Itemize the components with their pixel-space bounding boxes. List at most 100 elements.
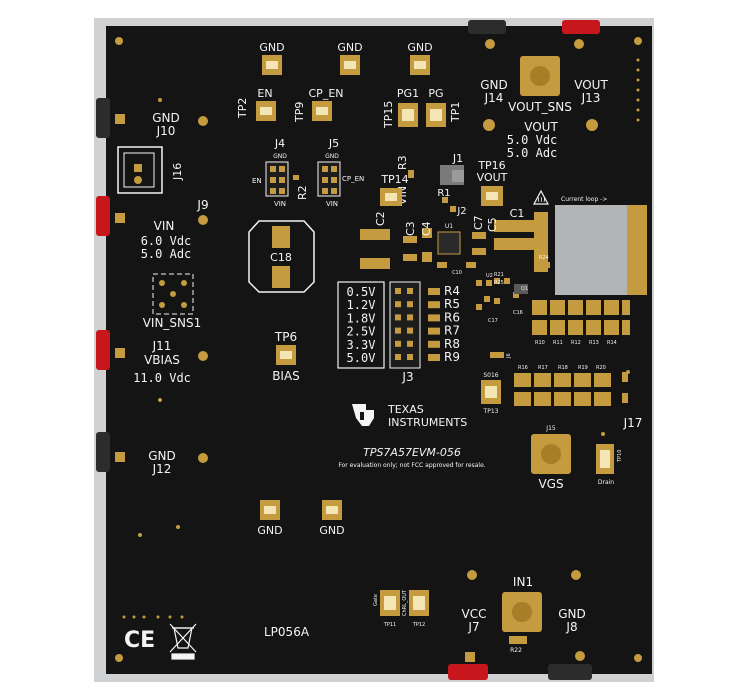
r25-label: R25 [494,280,504,286]
gnd-bottom-label-2: GND [319,524,344,537]
ti-logo-line1: TEXAS [387,403,424,416]
vin-label: VIN [154,219,175,233]
j14-hole [483,119,495,131]
j16-pad-1 [134,164,142,172]
j16-label: J16 [171,163,184,181]
c1-label: C1 [510,207,525,220]
tp2-label: TP2 [236,98,249,119]
cp-en-label: CP_EN [309,87,344,100]
r3-label: R3 [396,155,409,170]
current-loop-label: Current loop -> [561,196,607,203]
resistor-bank-bottom [514,372,628,406]
r1-label: R1 [437,188,450,199]
q1-transistor [514,284,528,294]
j3-pin [407,288,413,294]
j5-cp-en-label: CP_EN [342,175,364,183]
vout-select-resistor-pad [428,314,440,322]
tp9-label: TP9 [293,102,306,123]
j7-label: J7 [467,620,479,634]
tp16-label: TP16 [477,159,505,172]
j12-jack-body[interactable] [96,432,110,472]
output-capacitor-array [360,220,534,269]
j3-pin [407,301,413,308]
c18-outline [248,220,315,293]
j10-jack-body[interactable] [96,98,110,138]
j3-pin [407,354,413,360]
svg-text:GND: GND [407,41,432,54]
j7-jack-body[interactable] [448,664,488,680]
j5-label: J5 [328,137,339,150]
gnd-testpoints-top: GND GND GND [259,41,433,75]
j8-jack-body[interactable] [548,664,592,680]
tp13-label: TP13 [483,408,499,415]
resistor-bank-top [532,300,630,335]
vbias-label: VBIAS [144,353,180,367]
q1-label: Q1 [521,286,528,292]
tp6-label: TP6 [274,330,297,344]
j11-label: J11 [152,339,172,353]
board-subtitle: For evaluation only; not FCC approved fo… [338,462,485,469]
ti-logo [352,404,374,426]
j3-pin [395,301,401,308]
j1-label: J1 [452,152,463,165]
j13-jack-body[interactable] [562,20,600,34]
j4-vin-label: VIN [274,200,286,208]
j3-header[interactable] [389,281,421,369]
tp12-label: TP12 [412,622,425,628]
r18-label: R18 [558,365,568,371]
j17-label: J17 [623,416,643,430]
j14-pad [485,39,495,49]
pcb [106,26,652,674]
c2-label: C2 [374,211,387,226]
vout-select-box [337,281,385,369]
vout-option-5: 5.0V [347,351,376,365]
board-title: TPS7A57EVM-056 [363,446,461,459]
svg-text:GND: GND [337,41,362,54]
r14-label: R14 [607,340,617,346]
c18-label: C18 [270,251,292,264]
r17-label: R17 [538,365,548,371]
u1-label: U1 [445,223,453,230]
j9-jack-body[interactable] [96,196,110,236]
j12-gnd-label: GND [148,449,176,463]
j13-hole [586,119,598,131]
c4-label: C4 [420,221,433,236]
vin-spec-current: 5.0 Adc [141,247,192,261]
j6-label: J6 [506,353,512,359]
vgs-label: VGS [538,477,563,491]
vbias-spec: 11.0 Vdc [133,371,191,385]
c5-label: C5 [486,217,499,232]
in1-label: IN1 [513,575,533,589]
j14-jack-body[interactable] [468,20,506,34]
j8-gnd-label: GND [558,607,586,621]
mounting-holes [115,37,642,662]
j3-pin [395,327,401,334]
j10-label: J10 [156,124,176,138]
c17-label: C17 [488,318,498,324]
j11-jack-body[interactable] [96,330,110,370]
r20-label: R20 [596,365,606,371]
vin-sns1-connector[interactable] [159,280,187,308]
r12-label: R12 [571,340,581,346]
c10-label: C10 [452,270,462,276]
u2-label: U2 [486,273,493,279]
c18-pad-bottom [272,266,290,288]
j3-pin [395,354,401,360]
j2-label: J2 [456,206,466,217]
svg-text:GND: GND [259,41,284,54]
vout-option-1: 1.2V [347,298,376,312]
j14-gnd-label: GND [480,78,508,92]
j16-pad-2 [134,176,142,184]
bias-label: BIAS [272,369,300,383]
c7-label: C7 [472,215,485,230]
r10-label: R10 [535,340,545,346]
vout-sns-label: VOUT_SNS [508,100,572,114]
r13-label: R13 [589,340,599,346]
tp16-vout-label: VOUT [477,171,508,184]
r22-resistor [509,636,527,644]
c18-pad-top [272,226,290,248]
j3-label: J3 [401,370,413,384]
gate-label: Gate [373,594,379,606]
